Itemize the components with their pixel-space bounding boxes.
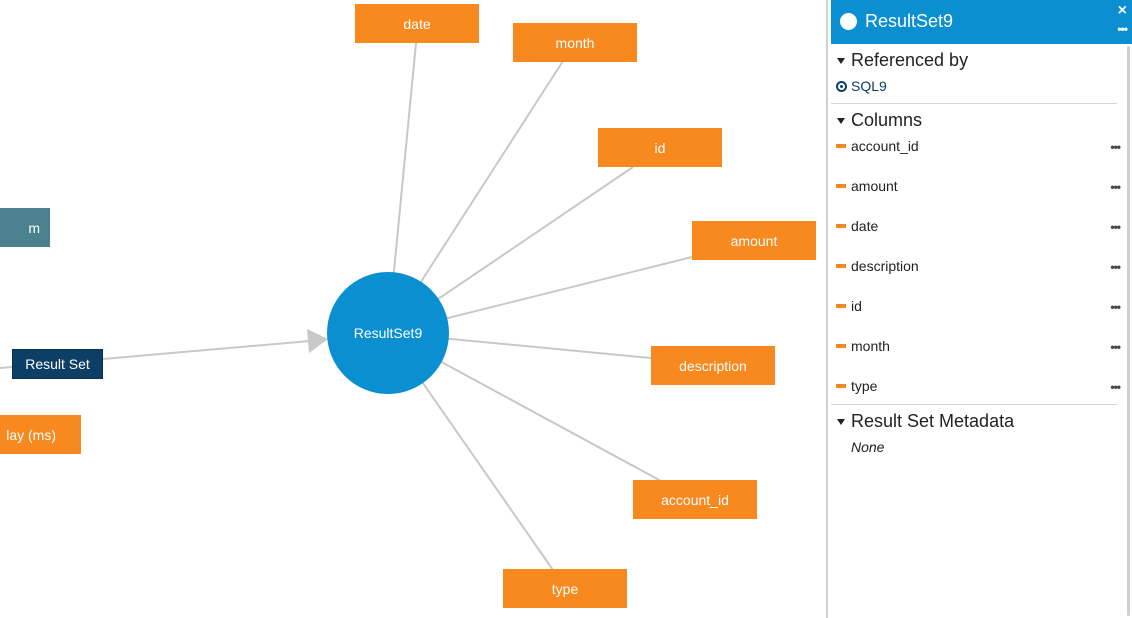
column-item[interactable]: account_id ••• [836,136,1121,156]
column-type-icon [836,144,846,148]
section-referenced-by-toggle[interactable]: Referenced by [837,50,968,71]
metadata-value: None [851,439,885,455]
column-item[interactable]: date ••• [836,216,1121,236]
column-node-account-id[interactable]: account_id [633,480,757,519]
column-label: month [851,338,890,354]
column-node-date[interactable]: date [355,4,479,43]
column-item[interactable]: description ••• [836,256,1121,276]
column-label: type [851,378,878,394]
section-metadata-toggle[interactable]: Result Set Metadata [837,411,1014,432]
column-more-icon[interactable]: ••• [1110,260,1121,274]
column-item[interactable]: amount ••• [836,176,1121,196]
column-label: id [851,298,862,314]
column-item[interactable]: month ••• [836,336,1121,356]
column-more-icon[interactable]: ••• [1110,380,1121,394]
column-type-icon [836,304,846,308]
column-label: account_id [851,138,919,154]
graph-canvas[interactable]: date month id amount description account… [0,0,826,618]
panel-more-icon[interactable]: ••• [1117,22,1128,36]
column-item[interactable]: type ••• [836,376,1121,396]
column-more-icon[interactable]: ••• [1110,300,1121,314]
column-label: amount [851,178,898,194]
caret-down-icon [837,57,845,64]
panel-scrollbar[interactable] [1127,46,1130,616]
section-referenced-by-title: Referenced by [851,50,969,70]
column-more-icon[interactable]: ••• [1110,220,1121,234]
details-panel: ResultSet9 × ••• Referenced by SQL9 Colu… [831,0,1132,618]
panel-header: ResultSet9 × ••• [831,0,1132,44]
column-node-month[interactable]: month [513,23,637,62]
section-divider [831,103,1117,104]
edge-arrowhead [307,329,328,353]
column-type-icon [836,264,846,268]
section-divider [831,404,1117,405]
caret-down-icon [837,117,845,124]
resultset9-center-node[interactable]: ResultSet9 [327,272,449,394]
close-icon[interactable]: × [1117,2,1127,19]
column-node-amount[interactable]: amount [692,221,816,260]
teal-node-partial[interactable]: m [0,208,50,247]
column-node-type[interactable]: type [503,569,627,608]
column-more-icon[interactable]: ••• [1110,180,1121,194]
column-label: date [851,218,879,234]
panel-title: ResultSet9 [865,11,954,31]
column-type-icon [836,344,846,348]
column-node-id[interactable]: id [598,128,722,167]
caret-down-icon [837,418,845,425]
column-item[interactable]: id ••• [836,296,1121,316]
sql-target-icon [836,80,847,92]
column-more-icon[interactable]: ••• [1110,140,1121,154]
section-columns-toggle[interactable]: Columns [837,110,922,131]
section-columns-title: Columns [851,110,923,130]
column-more-icon[interactable]: ••• [1110,340,1121,354]
referenced-by-label: SQL9 [851,78,887,94]
column-node-description[interactable]: description [651,346,775,385]
node-dot-icon [840,13,857,30]
section-metadata-title: Result Set Metadata [851,411,1015,431]
delay-node-partial[interactable]: lay (ms) [0,415,81,454]
column-type-icon [836,384,846,388]
result-set-node[interactable]: Result Set [12,349,103,379]
column-type-icon [836,184,846,188]
column-label: description [851,258,919,274]
panel-divider[interactable] [826,0,828,618]
column-type-icon [836,224,846,228]
referenced-by-item-sql9[interactable]: SQL9 [836,78,887,94]
